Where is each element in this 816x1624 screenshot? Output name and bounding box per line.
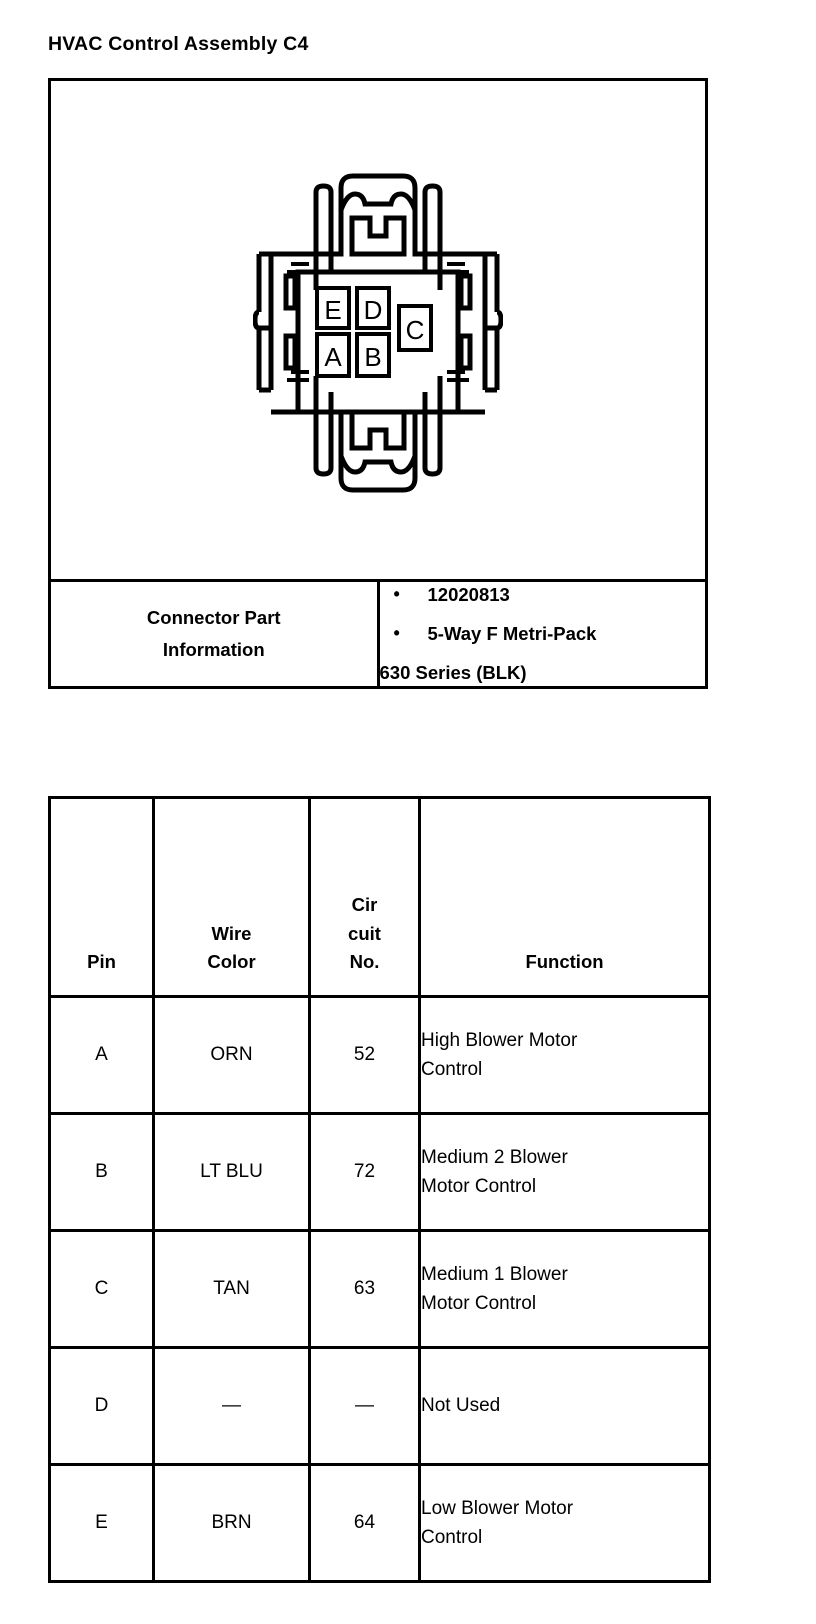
cell-wire-color: — <box>152 1346 311 1466</box>
part-description-continuation: 630 Series (BLK) <box>379 661 527 683</box>
part-description: 5-Way F Metri-Pack <box>427 622 597 644</box>
cavity-label-b: B <box>364 342 381 372</box>
cell-circuit-no: 52 <box>308 995 421 1115</box>
cell-circuit-no: 64 <box>308 1463 421 1583</box>
function-line2: Motor Control <box>421 1293 537 1314</box>
page-title: HVAC Control Assembly C4 <box>48 33 309 55</box>
function-line2: Control <box>421 1059 483 1080</box>
cell-wire-color: BRN <box>152 1463 311 1583</box>
cell-function: Medium 2 Blower Motor Control <box>418 1112 711 1232</box>
function-line1: Low Blower Motor <box>421 1497 574 1519</box>
bullet-glyph: • <box>393 622 400 643</box>
function-line1: Not Used <box>421 1395 501 1417</box>
cavity-box-b <box>355 332 391 378</box>
cavity-label-a: A <box>324 342 342 372</box>
cell-pin: C <box>48 1229 155 1349</box>
cell-circuit-no: — <box>308 1346 421 1466</box>
header-pin-label: Pin <box>87 951 116 973</box>
connector-part-information-label: Connector Part Information <box>48 578 380 690</box>
table-header-row: Pin Wire Color Cir cuit No. Function <box>48 796 711 998</box>
cavity-box-d <box>355 286 391 330</box>
cavity-box-e <box>315 286 351 330</box>
cell-wire-color: TAN <box>152 1229 311 1349</box>
column-header-circuit-no: Cir cuit No. <box>308 796 421 998</box>
cavity-box-a <box>315 332 351 378</box>
cell-function: High Blower Motor Control <box>418 995 711 1115</box>
cpi-label-line2: Information <box>162 639 265 661</box>
header-wire-line2: Color <box>207 951 256 973</box>
list-item: • 12020813 <box>380 582 706 609</box>
header-circuit-line1: Cir <box>351 893 378 915</box>
cell-pin: E <box>48 1463 155 1583</box>
cpi-label-line1: Connector Part <box>146 606 281 628</box>
cavity-label-e: E <box>324 295 341 325</box>
table-row: C TAN 63 Medium 1 Blower Motor Control <box>48 1229 711 1349</box>
connector-part-list: • 12020813 • 5-Way F Metri-Pack <box>380 582 706 648</box>
list-item: • 5-Way F Metri-Pack <box>380 621 706 648</box>
header-circuit-line3: No. <box>349 951 380 973</box>
cavity-label-d: D <box>364 295 383 325</box>
pin-assignment-table: Pin Wire Color Cir cuit No. Function A O… <box>48 796 711 1583</box>
cell-function: Low Blower Motor Control <box>418 1463 711 1583</box>
connector-face-view-svg: E D C A B <box>253 173 503 493</box>
function-line1: Medium 2 Blower <box>421 1146 568 1168</box>
table-row: D — — Not Used <box>48 1346 711 1466</box>
cavity-label-c: C <box>406 315 425 345</box>
cell-pin: B <box>48 1112 155 1232</box>
function-line2: Motor Control <box>421 1176 537 1197</box>
function-line1: Medium 1 Blower <box>421 1263 568 1285</box>
header-wire-line1: Wire <box>211 922 252 944</box>
cell-pin: D <box>48 1346 155 1466</box>
diagram-row: E D C A B <box>48 78 708 582</box>
column-header-pin: Pin <box>48 796 155 998</box>
function-line1: High Blower Motor <box>421 1029 578 1051</box>
part-number: 12020813 <box>427 584 510 605</box>
bullet-glyph: • <box>393 584 400 604</box>
connector-part-information-row: Connector Part Information • 12020813 • … <box>48 578 708 690</box>
cell-pin: A <box>48 995 155 1115</box>
header-circuit-line2: cuit <box>348 922 381 944</box>
header-function-label: Function <box>525 951 604 973</box>
cavity-box-c <box>397 304 433 352</box>
function-line2: Control <box>421 1527 483 1548</box>
connector-info-table: E D C A B Connector Part Information <box>48 78 708 690</box>
table-row: E BRN 64 Low Blower Motor Control <box>48 1463 711 1583</box>
cell-wire-color: ORN <box>152 995 311 1115</box>
cell-wire-color: LT BLU <box>152 1112 311 1232</box>
cell-circuit-no: 63 <box>308 1229 421 1349</box>
connector-diagram-cell: E D C A B <box>48 78 708 582</box>
connector-part-information-value: • 12020813 • 5-Way F Metri-Pack 630 Seri… <box>376 578 708 690</box>
cell-function: Not Used <box>418 1346 711 1466</box>
cell-function: Medium 1 Blower Motor Control <box>418 1229 711 1349</box>
column-header-function: Function <box>418 796 711 998</box>
table-row: B LT BLU 72 Medium 2 Blower Motor Contro… <box>48 1112 711 1232</box>
table-row: A ORN 52 High Blower Motor Control <box>48 995 711 1115</box>
connector-diagram: E D C A B <box>253 160 503 500</box>
column-header-wire-color: Wire Color <box>152 796 311 998</box>
cell-circuit-no: 72 <box>308 1112 421 1232</box>
